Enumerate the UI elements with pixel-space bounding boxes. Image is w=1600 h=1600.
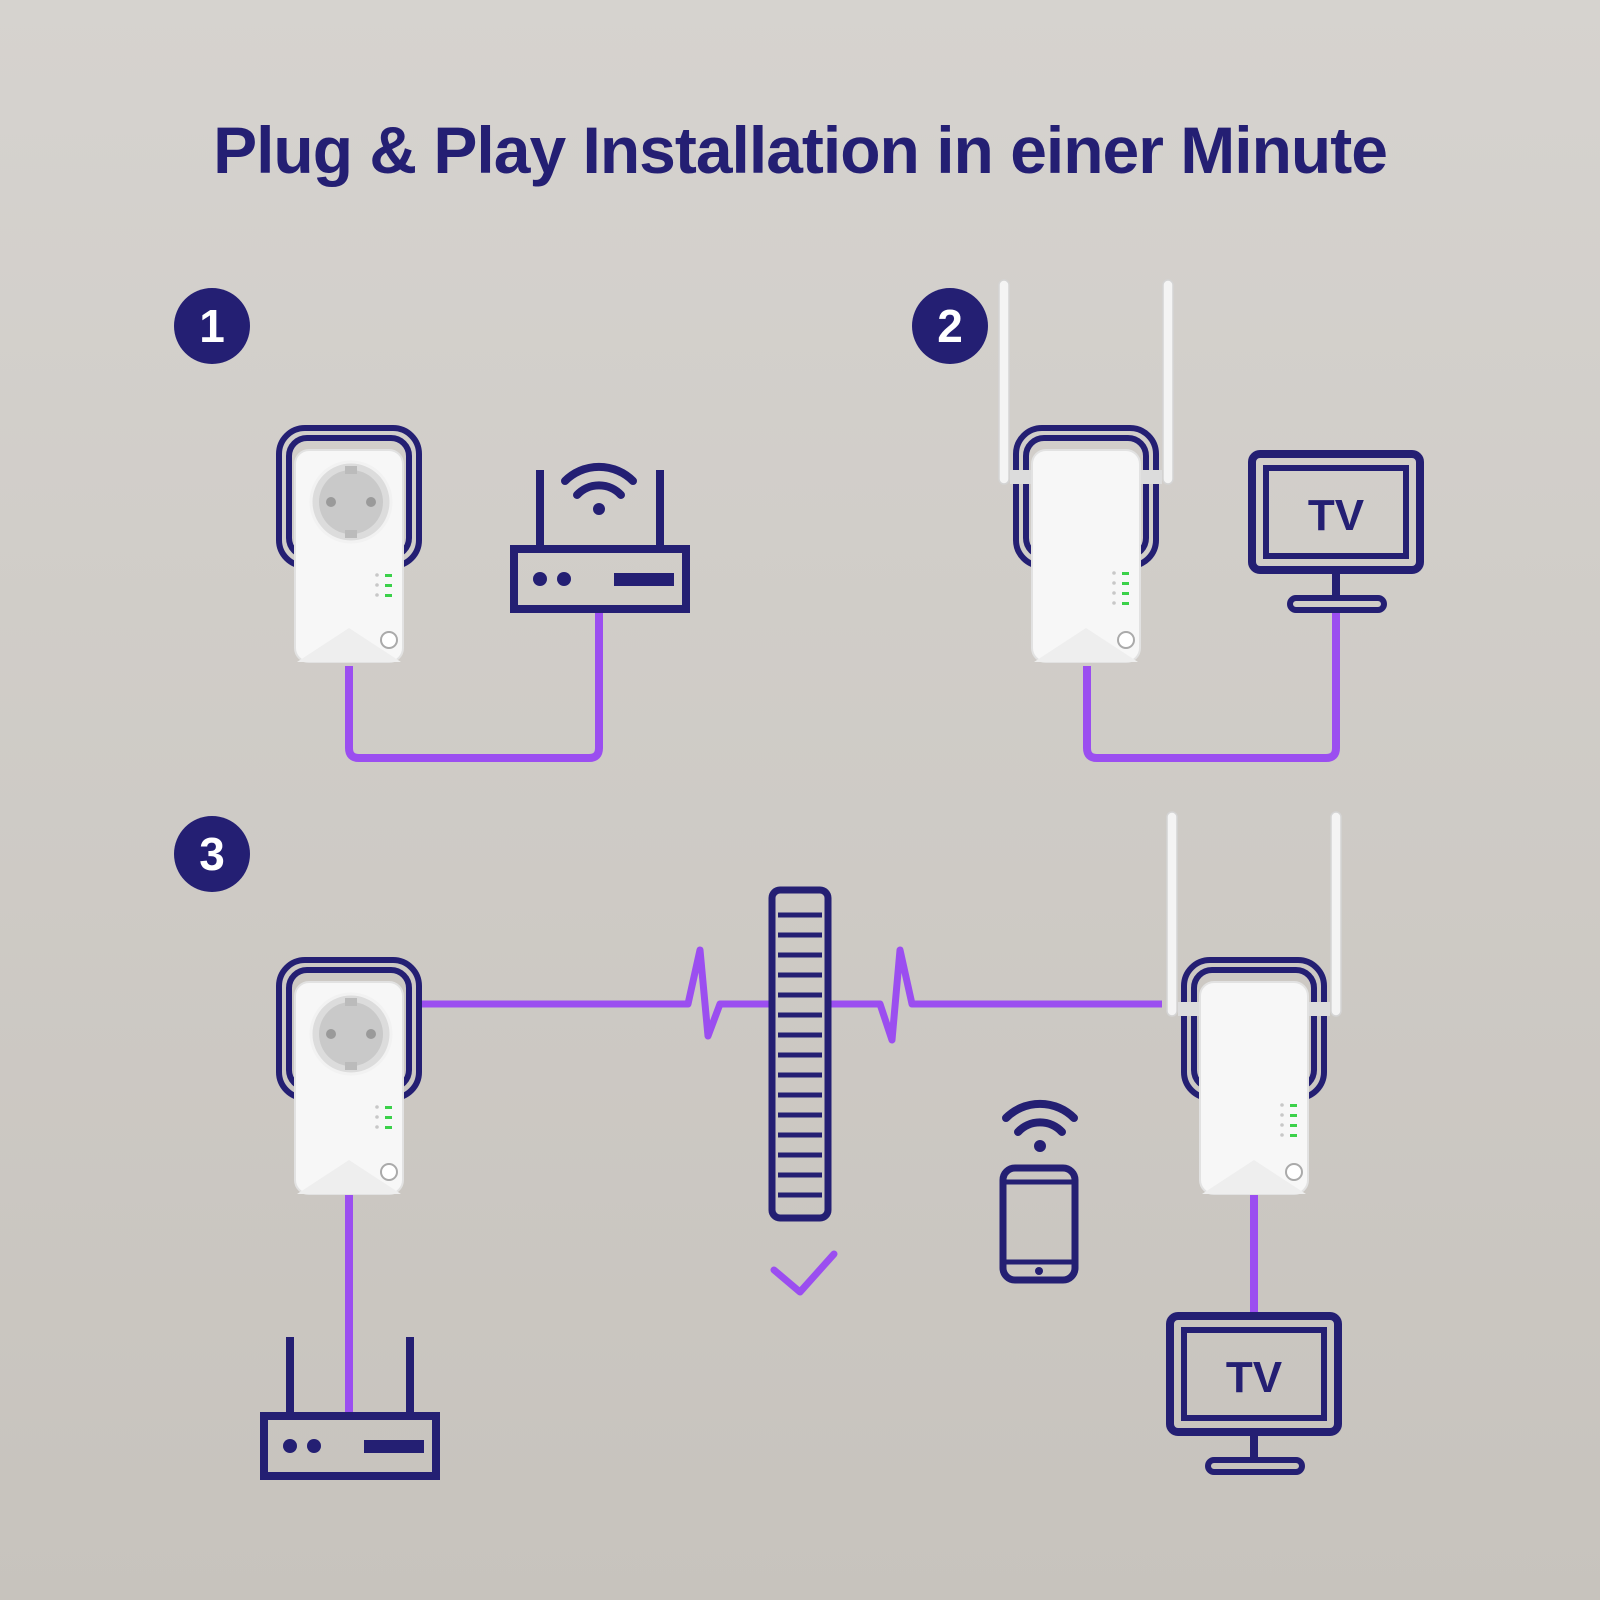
tv-label: TV [1308, 491, 1365, 540]
step-2-group: TV [999, 280, 1420, 762]
tv-label-2: TV [1226, 1353, 1283, 1402]
step-1-group [279, 428, 686, 762]
wall-icon [768, 886, 832, 1222]
checkmark-icon [770, 1250, 838, 1296]
step-badge-2: 2 [912, 288, 988, 364]
step-badge-3: 3 [174, 816, 250, 892]
step-3-group: TV [264, 812, 1341, 1476]
wifi-extender-1 [999, 280, 1173, 662]
step-badge-1: 1 [174, 288, 250, 364]
router-icon [514, 470, 686, 609]
smartphone-icon [999, 1164, 1079, 1284]
wifi-icon [565, 467, 633, 515]
wifi-icon-2 [1006, 1104, 1074, 1152]
powerline-adapter-1 [279, 428, 419, 662]
wifi-extender-2 [1167, 812, 1341, 1194]
page-title: Plug & Play Installation in einer Minute [213, 113, 1388, 187]
powerline-adapter-2 [279, 960, 419, 1194]
